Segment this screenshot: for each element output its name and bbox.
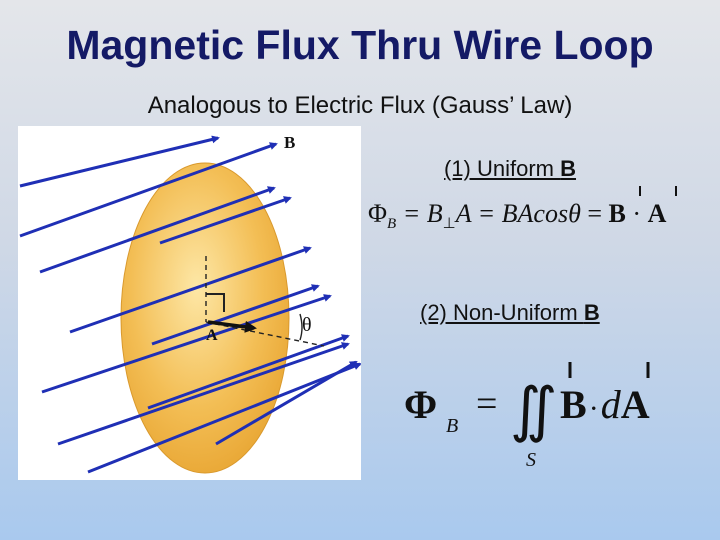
field-line bbox=[87, 362, 361, 474]
field-line bbox=[151, 284, 320, 346]
equals-sign: = bbox=[476, 383, 497, 425]
field-line bbox=[159, 196, 292, 245]
field-line bbox=[147, 334, 350, 410]
area-a-label: A bbox=[206, 327, 218, 344]
angle-arc bbox=[299, 313, 303, 341]
angle-theta-label: θ bbox=[302, 314, 312, 336]
slide-subtitle: Analogous to Electric Flux (Gauss’ Law) bbox=[147, 92, 573, 119]
nonuniform-case-label: (2) Non-Uniform B bbox=[420, 300, 600, 325]
field-line bbox=[19, 135, 220, 188]
right-angle-marker bbox=[206, 293, 225, 312]
uniform-case-label: (1) Uniform B bbox=[444, 156, 577, 181]
phi-symbol: Φ bbox=[404, 382, 437, 427]
surface-label: S bbox=[526, 449, 536, 471]
flux-diagram-svg: B A θ bbox=[19, 133, 361, 474]
slide-title: Magnetic Flux Thru Wire Loop bbox=[66, 22, 654, 68]
field-line bbox=[19, 142, 278, 238]
flux-diagram: B A θ bbox=[18, 126, 361, 480]
nonuniform-flux-equation: Φ B = ∬ S B·dA bbox=[404, 362, 650, 471]
field-line bbox=[69, 246, 312, 334]
uniform-flux-equation: ΦB = B⊥A = BAcosθ = B · A bbox=[368, 186, 677, 232]
field-line bbox=[39, 186, 276, 274]
double-integral-sign: ∬ bbox=[510, 377, 557, 443]
integrand-text: B·dA bbox=[560, 382, 650, 427]
area-vector bbox=[207, 320, 257, 333]
phi-subscript: B bbox=[446, 415, 458, 437]
uniform-case-bold-b: B bbox=[560, 156, 577, 181]
field-line bbox=[41, 294, 332, 394]
uniform-equation-text: ΦB = B⊥A = BAcosθ = B · A bbox=[368, 199, 667, 232]
nonuniform-case-bold-b: B bbox=[583, 300, 600, 325]
field-b-label: B bbox=[284, 133, 295, 152]
field-line bbox=[57, 342, 350, 446]
